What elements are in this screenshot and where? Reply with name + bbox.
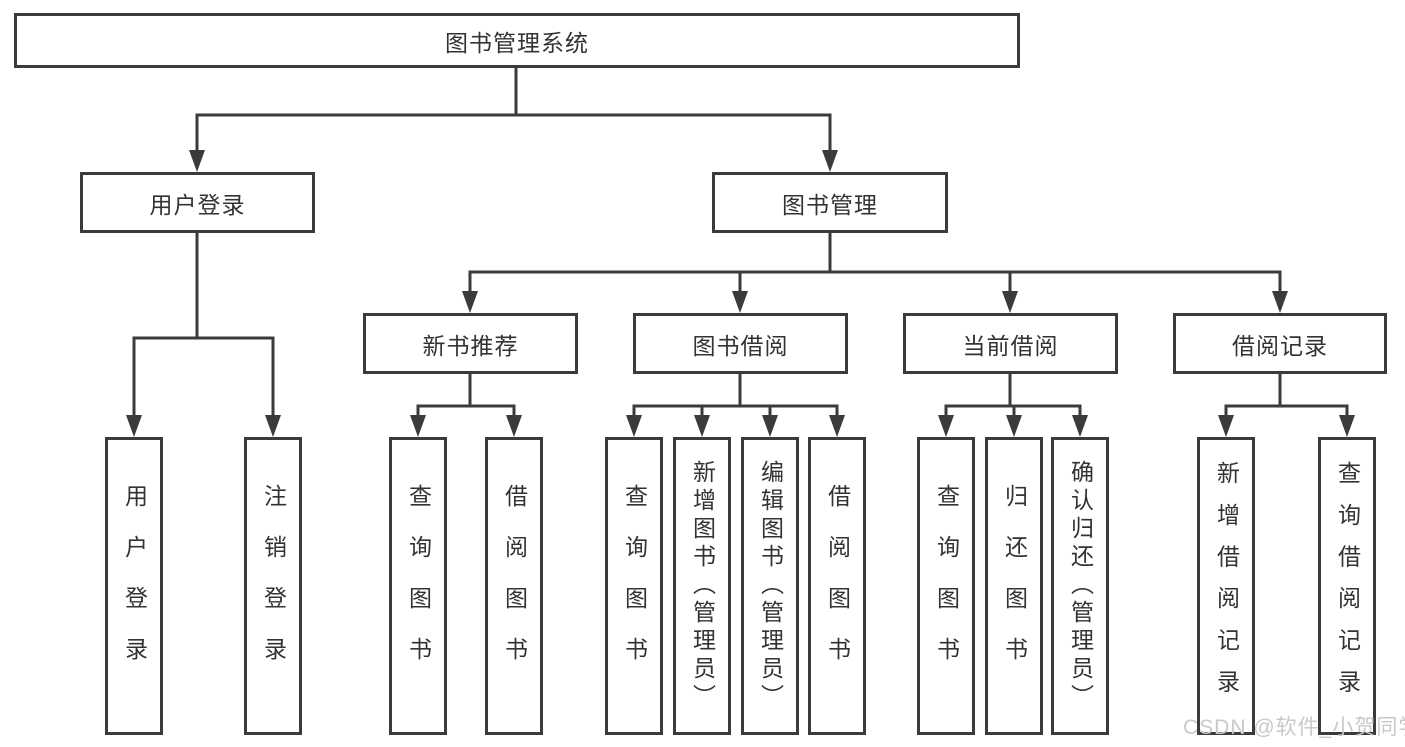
node-borrow-records-label: 借阅记录 xyxy=(1232,332,1328,359)
node-borrow-records: 借阅记录 xyxy=(1173,313,1387,374)
new-book-recommend-wires xyxy=(410,372,522,437)
leaf-return-book: 归还图书 xyxy=(985,437,1043,735)
leaf-user-login: 用户登录 xyxy=(105,437,163,735)
leaf-query-books-recommend-label: 查询图书 xyxy=(405,484,432,688)
leaf-query-books-borrow: 查询图书 xyxy=(605,437,663,735)
node-user-login-label: 用户登录 xyxy=(149,191,246,218)
leaf-confirm-return-admin: 确认归还（管理员） xyxy=(1051,437,1109,735)
leaf-edit-book-admin: 编辑图书（管理员） xyxy=(741,437,799,735)
leaf-borrow-books-recommend-label: 借阅图书 xyxy=(501,484,528,688)
leaf-borrow-books-recommend: 借阅图书 xyxy=(485,437,543,735)
leaf-confirm-return-admin-label: 确认归还（管理员） xyxy=(1067,460,1094,712)
node-user-login: 用户登录 xyxy=(80,172,315,233)
user-login-branch-wires xyxy=(126,231,281,437)
book-borrow-wires xyxy=(626,372,845,437)
node-root: 图书管理系统 xyxy=(14,13,1020,68)
leaf-query-books-current-label: 查询图书 xyxy=(933,484,960,688)
leaf-logout-label: 注销登录 xyxy=(260,484,287,688)
leaf-edit-book-admin-label: 编辑图书（管理员） xyxy=(757,460,784,712)
node-book-management: 图书管理 xyxy=(712,172,948,233)
leaf-logout: 注销登录 xyxy=(244,437,302,735)
node-current-borrow-label: 当前借阅 xyxy=(962,332,1059,359)
leaf-add-book-admin: 新增图书（管理员） xyxy=(673,437,731,735)
leaf-query-books-borrow-label: 查询图书 xyxy=(621,484,648,688)
leaf-query-borrow-record: 查询借阅记录 xyxy=(1318,437,1376,735)
node-root-label: 图书管理系统 xyxy=(445,29,589,56)
leaf-borrow-books-label: 借阅图书 xyxy=(824,484,851,688)
current-borrow-wires xyxy=(938,372,1088,437)
leaf-add-book-admin-label: 新增图书（管理员） xyxy=(689,460,716,712)
node-book-borrow-label: 图书借阅 xyxy=(692,332,789,359)
node-book-management-label: 图书管理 xyxy=(782,191,878,218)
leaf-add-borrow-record: 新增借阅记录 xyxy=(1197,437,1255,735)
leaf-borrow-books: 借阅图书 xyxy=(808,437,866,735)
leaf-user-login-label: 用户登录 xyxy=(121,484,148,688)
leaf-query-borrow-record-label: 查询借阅记录 xyxy=(1334,461,1361,711)
csdn-watermark: CSDN @软件_小贺同学 xyxy=(1183,716,1405,739)
borrow-records-wires xyxy=(1218,372,1355,437)
leaf-return-book-label: 归还图书 xyxy=(1001,484,1028,688)
leaf-query-books-recommend: 查询图书 xyxy=(389,437,447,735)
book-management-branch-wires xyxy=(462,231,1288,313)
leaf-query-books-current: 查询图书 xyxy=(917,437,975,735)
leaf-add-borrow-record-label: 新增借阅记录 xyxy=(1213,461,1240,711)
node-current-borrow: 当前借阅 xyxy=(903,313,1118,374)
node-new-book-recommend-label: 新书推荐 xyxy=(422,332,519,359)
node-book-borrow: 图书借阅 xyxy=(633,313,848,374)
root-branch-wires xyxy=(189,66,838,172)
node-new-book-recommend: 新书推荐 xyxy=(363,313,578,374)
